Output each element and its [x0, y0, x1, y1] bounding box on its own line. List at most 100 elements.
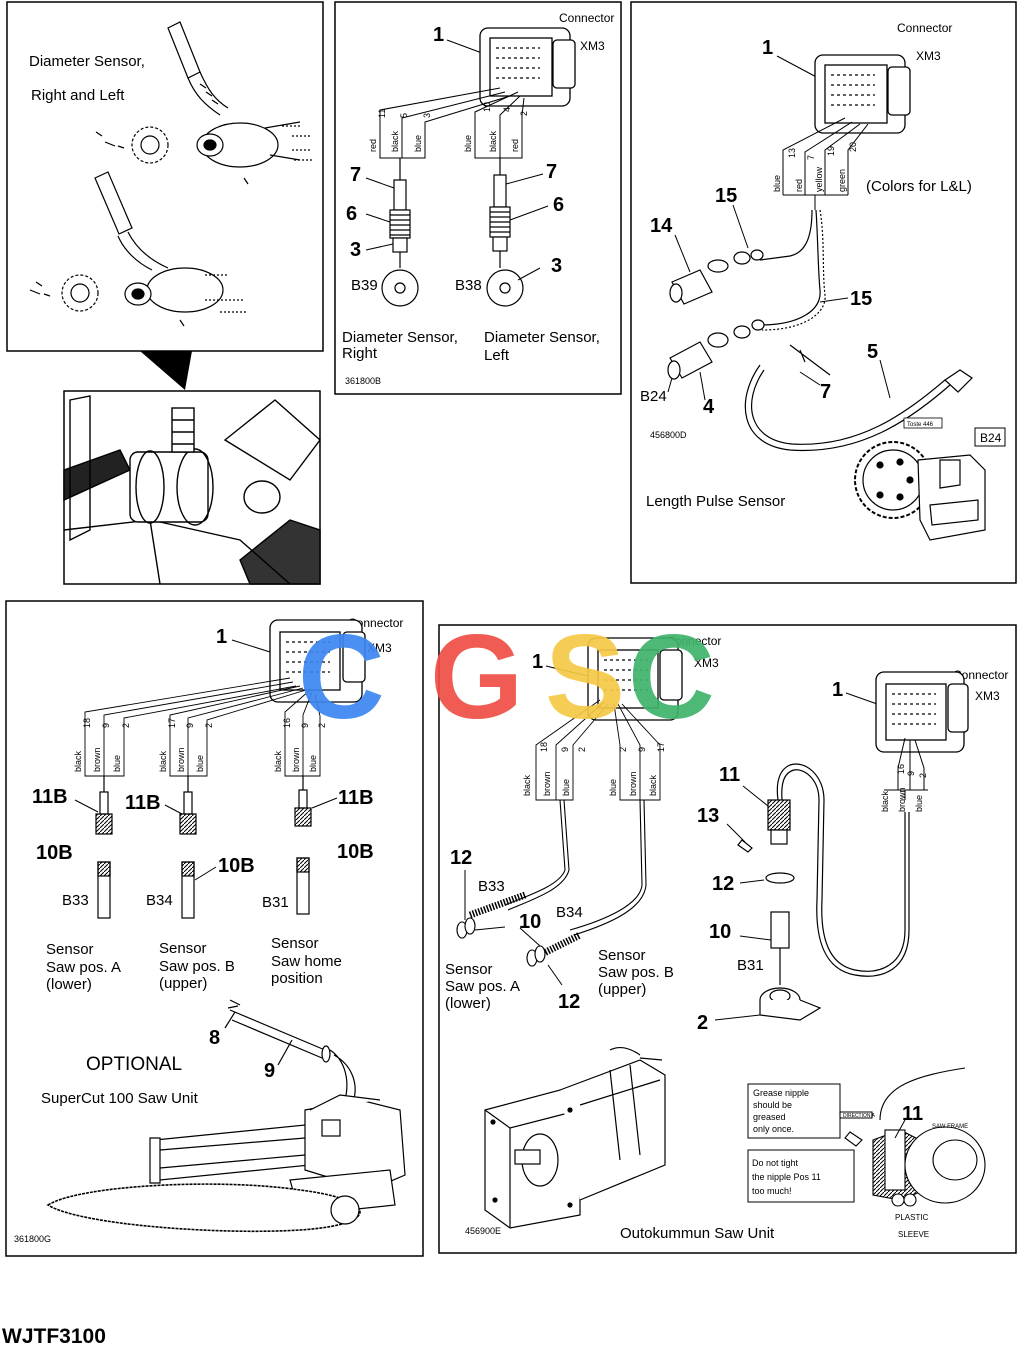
callout-12-b: 12 — [558, 991, 580, 1013]
tight-note-1: Do not tight — [752, 1158, 799, 1168]
g1-caption-3: (lower) — [46, 976, 92, 993]
pin-right-1: 11 — [377, 109, 387, 118]
saw-frame-detail — [839, 1067, 986, 1207]
g1-caption-1: Sensor — [46, 941, 94, 958]
g3-wire-1: black — [273, 750, 283, 772]
wire-bundle — [379, 87, 525, 159]
connector-a-label: Connector — [666, 634, 721, 648]
callout-7-right: 7 — [350, 164, 361, 186]
g2-caption-1: Sensor — [159, 940, 207, 957]
g2-sensor-callout: 10B — [218, 855, 255, 877]
connector-b-label: Connector — [953, 668, 1008, 682]
panel-length-pulse: Connector XM3 1 13 7 19 20 blue red yell… — [630, 1, 1017, 584]
pin-19: 19 — [826, 146, 836, 156]
callout-8: 8 — [209, 1027, 220, 1049]
tight-note-3: too much! — [752, 1186, 792, 1196]
wire-green: green — [837, 169, 847, 192]
wire-red: red — [794, 179, 804, 192]
connector-label: Connector — [559, 11, 614, 25]
watermark-letter-c: C — [298, 610, 385, 744]
connector-b-xm3 — [875, 671, 969, 753]
sensor-b24-assembly — [667, 249, 765, 380]
left-sensor-chain — [486, 158, 524, 307]
g2-wire-2: brown — [176, 747, 186, 772]
diameter-sensor-upper-drawing — [95, 21, 312, 185]
callout-9: 9 — [264, 1060, 275, 1082]
callout-5: 5 — [867, 341, 878, 363]
supercut-saw-unit-drawing — [46, 1094, 406, 1233]
gc-wire-2: brown — [897, 787, 907, 812]
sensor-b39: B39 — [351, 277, 378, 294]
ga-wire-2: brown — [542, 771, 552, 796]
callout-3-right: 3 — [350, 239, 361, 261]
ga-wire-3: blue — [561, 779, 571, 796]
caption-right-1: Diameter Sensor, — [342, 329, 458, 346]
gc-wire-1: black — [880, 790, 890, 812]
gb-pin-2: 9 — [637, 747, 647, 752]
gb-pin-1: 2 — [618, 747, 628, 752]
sensor-b33: B33 — [478, 878, 505, 895]
connector-a-id: XM3 — [694, 656, 719, 670]
g3-sensor-callout: 10B — [337, 841, 374, 863]
document-code: WJTF3100 — [2, 1325, 106, 1348]
wire-left-2: black — [488, 130, 498, 152]
wire-bundle-a — [535, 699, 661, 801]
g2-connector-callout: 11B — [125, 792, 161, 814]
callout-1: 1 — [762, 37, 773, 59]
outokummun-caption: Outokummun Saw Unit — [620, 1225, 775, 1242]
gc-pin-3: 2 — [918, 773, 928, 778]
g3-caption-2: Saw home — [271, 953, 342, 970]
g1-wire-1: black — [73, 750, 83, 772]
connector-xm3 — [269, 619, 366, 703]
panel-outokummun: Connector XM3 1 18 9 2 black brown blue … — [438, 624, 1017, 1254]
sensor-b24: B24 — [640, 388, 667, 405]
callout-4: 4 — [703, 396, 715, 418]
sleeve-label: SLEEVE — [898, 1230, 929, 1239]
g3-caption-3: position — [271, 970, 323, 987]
sensor-b31-assembly — [737, 799, 822, 1021]
caption-right-2: Right — [342, 345, 378, 362]
supercut-sensor-chains — [95, 776, 312, 919]
panel-diameter-wiring: Connector XM3 1 11 5 3 10 4 2 red black — [334, 1, 622, 395]
g3-pin-3: 2 — [317, 723, 327, 728]
callout-1-b: 1 — [832, 679, 843, 701]
right-sensor-chain — [381, 158, 419, 307]
watermark-letter-g: G — [430, 610, 523, 744]
g3-caption-1: Sensor — [271, 935, 319, 952]
direction-label: DIRECTION A — [843, 1113, 876, 1119]
sensor-rings — [456, 917, 546, 967]
gb-pin-3: 17 — [656, 742, 666, 752]
pin-20: 20 — [848, 142, 858, 152]
g3-connector-callout: 11B — [338, 787, 374, 809]
sensor-cable-c — [776, 763, 910, 977]
connector-id: XM3 — [580, 39, 605, 53]
g2-sensor-id: B34 — [146, 892, 173, 909]
g3-wire-2: brown — [291, 747, 301, 772]
wire-left-1: blue — [463, 135, 473, 152]
pin-left-2: 4 — [502, 107, 512, 112]
outokummun-motor-drawing — [484, 1046, 666, 1229]
cable-run — [759, 209, 826, 331]
tag-label: Toste 446 — [907, 422, 934, 428]
pin-left-3: 2 — [519, 111, 529, 116]
callout-6-left: 6 — [553, 194, 564, 216]
grease-note-1: Grease nipple — [753, 1088, 809, 1098]
sensor-b34: B34 — [556, 904, 583, 921]
callout-10-a: 10 — [519, 911, 541, 933]
g3-wire-3: blue — [308, 755, 318, 772]
g3-pin-2: 9 — [300, 723, 310, 728]
callout-7-left: 7 — [546, 161, 557, 183]
supercut-unit-label: SuperCut 100 Saw Unit — [41, 1090, 199, 1107]
callout-15-b: 15 — [850, 288, 872, 310]
gc-wire-3: blue — [914, 795, 924, 812]
connector-label: Connector — [897, 21, 952, 35]
g1-pin-3: 2 — [121, 723, 131, 728]
caption-b-1: Sensor — [598, 947, 646, 964]
g1-caption-2: Saw pos. A — [46, 959, 121, 976]
wire-yellow: yellow — [814, 166, 824, 192]
gc-pin-1: 16 — [896, 764, 906, 774]
g1-pin-2: 9 — [101, 723, 111, 728]
pin-left-1: 10 — [482, 102, 492, 112]
callout-13: 13 — [697, 805, 719, 827]
